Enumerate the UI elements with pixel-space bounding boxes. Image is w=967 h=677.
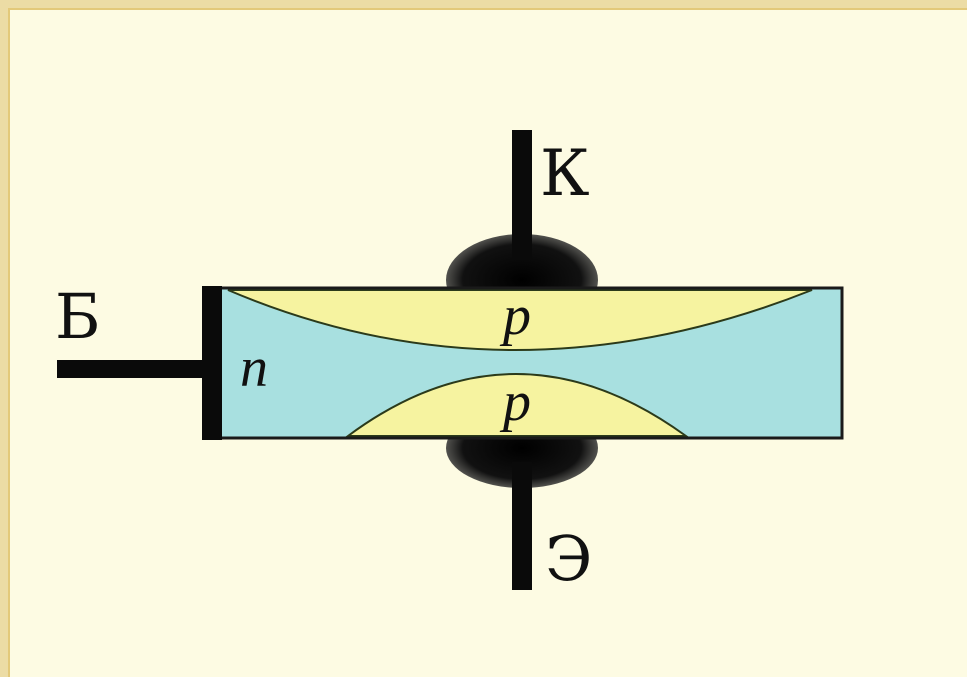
emitter-lead [512,462,532,590]
emitter-region-label: p [499,371,531,433]
base-electrode [202,286,222,440]
base-lead [57,360,207,378]
collector-lead [512,130,532,260]
collector-region-label: p [499,285,531,347]
slide-frame-edge [8,8,967,677]
collector-label: К [540,137,590,211]
collector-p-region [227,289,813,351]
emitter-p-region [344,373,690,437]
emitter-label: Э [545,522,592,595]
base-label: Б [55,280,101,353]
base-region-label: n [240,337,268,399]
